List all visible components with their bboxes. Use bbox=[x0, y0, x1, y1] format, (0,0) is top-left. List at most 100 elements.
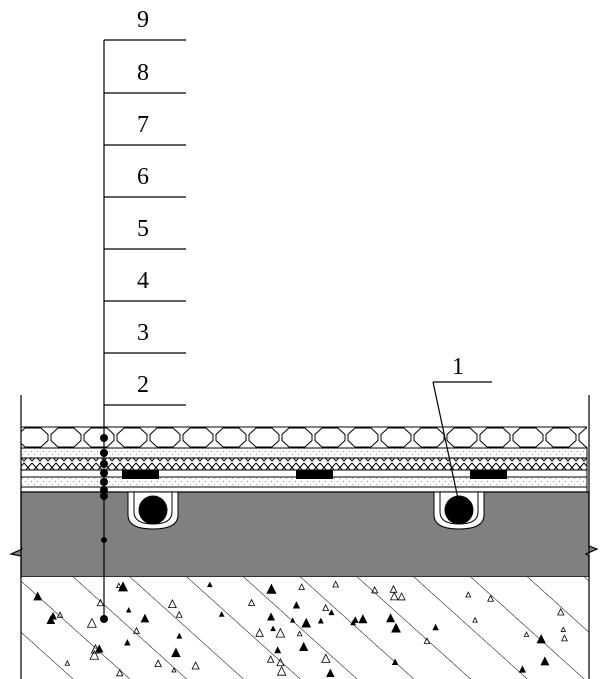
aggregate-speck bbox=[267, 612, 276, 621]
stone bbox=[380, 427, 412, 448]
fixing-bar bbox=[122, 470, 159, 479]
aggregate-speck bbox=[270, 625, 276, 632]
aggregate-speck bbox=[266, 655, 275, 663]
aggregate-speck bbox=[175, 610, 183, 618]
aggregate-speck bbox=[266, 583, 277, 594]
stone-pattern bbox=[21, 427, 587, 448]
aggregate-speck bbox=[536, 634, 546, 644]
aggregate-speck bbox=[397, 592, 406, 601]
aggregate-speck bbox=[33, 591, 43, 601]
aggregate-speck bbox=[523, 631, 530, 637]
soil-layer bbox=[21, 577, 589, 679]
aggregate-speck bbox=[289, 617, 296, 623]
layer-label-9: 9 bbox=[137, 7, 149, 33]
layer-label-2: 2 bbox=[137, 372, 149, 398]
stone bbox=[248, 427, 280, 448]
leader-dots bbox=[100, 434, 108, 623]
stone bbox=[182, 427, 214, 448]
stone bbox=[314, 427, 346, 448]
aggregate-speck bbox=[171, 667, 177, 673]
aggregate-speck bbox=[322, 603, 330, 611]
aggregate-speck bbox=[391, 622, 401, 633]
layer-label-6: 6 bbox=[137, 164, 149, 190]
layer-label-8: 8 bbox=[137, 60, 149, 86]
aggregate-speck bbox=[487, 594, 495, 602]
stone bbox=[50, 427, 82, 448]
layer-label-4: 4 bbox=[137, 268, 149, 294]
aggregate-speck bbox=[140, 613, 150, 623]
aggregate-speck bbox=[326, 668, 335, 678]
stone bbox=[446, 427, 478, 448]
aggregate-speck bbox=[274, 646, 282, 654]
stone bbox=[21, 427, 49, 448]
aggregate-speck bbox=[298, 583, 305, 590]
aggregate-speck bbox=[386, 613, 396, 623]
aggregate-speck bbox=[317, 617, 324, 624]
aggregate-speck bbox=[321, 653, 331, 663]
aggregate-speck bbox=[472, 616, 478, 623]
aggregate-speck bbox=[49, 611, 57, 620]
aggregate-speck bbox=[332, 580, 340, 588]
stone bbox=[215, 427, 247, 448]
aggregate-speck bbox=[299, 641, 309, 652]
aggregate-speck bbox=[432, 623, 439, 631]
aggregate-speck bbox=[389, 584, 398, 593]
stone-finish-layer bbox=[21, 426, 587, 449]
aggregate-speck bbox=[276, 657, 285, 667]
aggregate-speck bbox=[350, 619, 357, 626]
aggregate-speck bbox=[292, 601, 301, 609]
aggregate-speck bbox=[95, 644, 104, 653]
aggregate-speck bbox=[96, 598, 105, 607]
aggregate-speck bbox=[218, 611, 225, 617]
aggregate-speck bbox=[206, 581, 213, 588]
layer-label-7: 7 bbox=[137, 112, 149, 138]
aggregate-speck bbox=[465, 591, 472, 598]
fixing-bar bbox=[470, 470, 507, 479]
soil-aggregate bbox=[33, 580, 568, 678]
layer-leader-table bbox=[100, 39, 186, 623]
aggregate-speck bbox=[133, 626, 140, 634]
aggregate-speck bbox=[191, 661, 200, 670]
aggregate-speck bbox=[275, 627, 286, 638]
aggregate-speck bbox=[518, 665, 527, 673]
stone bbox=[347, 427, 379, 448]
aggregate-speck bbox=[125, 607, 132, 613]
aggregate-speck bbox=[328, 609, 335, 616]
aggregate-speck bbox=[276, 665, 287, 676]
callout-label-1: 1 bbox=[452, 354, 464, 380]
pipe-callout bbox=[432, 381, 492, 509]
aggregate-speck bbox=[86, 617, 97, 628]
aggregate-speck bbox=[89, 649, 100, 660]
aggregate-speck bbox=[176, 632, 183, 639]
aggregate-speck bbox=[115, 582, 122, 589]
layer-label-5: 5 bbox=[137, 216, 149, 242]
aggregate-speck bbox=[391, 658, 399, 665]
pipe-channel-left bbox=[127, 491, 179, 530]
aggregate-speck bbox=[56, 611, 64, 618]
aggregate-speck bbox=[301, 617, 312, 628]
stone bbox=[479, 427, 511, 448]
stone bbox=[413, 427, 445, 448]
aggregate-speck bbox=[389, 591, 399, 601]
stone bbox=[116, 427, 148, 448]
aggregate-speck bbox=[296, 630, 303, 637]
stone bbox=[149, 427, 181, 448]
aggregate-speck bbox=[64, 659, 71, 666]
aggregate-speck bbox=[115, 668, 124, 677]
stone bbox=[281, 427, 313, 448]
aggregate-speck bbox=[255, 628, 264, 637]
aggregate-speck bbox=[560, 634, 568, 642]
pipe-channel-right bbox=[433, 491, 485, 530]
aggregate-speck bbox=[371, 586, 379, 594]
stone bbox=[83, 427, 115, 448]
heating-pipe bbox=[444, 495, 474, 525]
heating-pipe bbox=[138, 495, 168, 525]
aggregate-speck bbox=[124, 639, 131, 646]
aggregate-speck bbox=[540, 656, 550, 666]
fixing-bar bbox=[296, 470, 333, 479]
stone bbox=[512, 427, 544, 448]
aggregate-speck bbox=[46, 615, 56, 625]
aggregate-speck bbox=[154, 659, 162, 667]
stone bbox=[545, 427, 577, 448]
